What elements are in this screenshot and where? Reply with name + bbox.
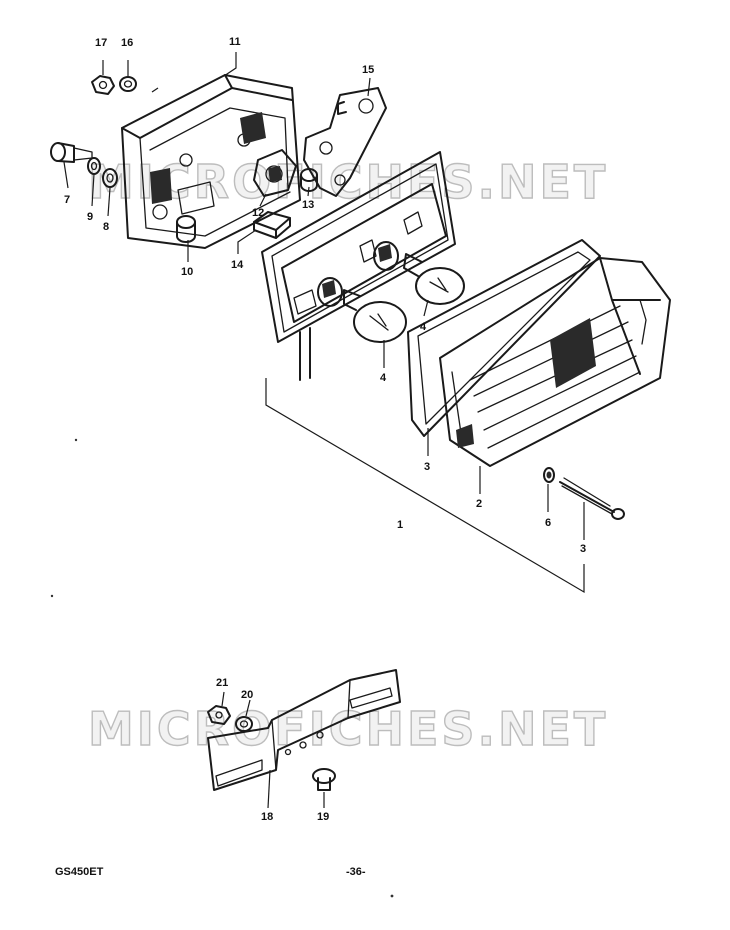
bulb-part-4-lower bbox=[343, 289, 407, 343]
screw-part-7 bbox=[50, 142, 93, 163]
gasket-part-3-lens bbox=[407, 239, 601, 437]
callout-12: 12 bbox=[252, 207, 264, 219]
speck bbox=[50, 594, 54, 598]
connector-part-14 bbox=[253, 211, 291, 239]
callout-20: 20 bbox=[241, 689, 253, 701]
base-plate-part-1 bbox=[281, 183, 447, 381]
model-code: GS450ET bbox=[55, 866, 104, 878]
gasket-part-3 bbox=[261, 151, 456, 343]
screw-part-3-long bbox=[559, 477, 625, 520]
lens-part-2 bbox=[439, 257, 671, 467]
housing-part-11 bbox=[121, 74, 301, 249]
speck bbox=[390, 894, 394, 898]
leader-lines-bottom bbox=[221, 691, 325, 809]
callout-7: 7 bbox=[64, 194, 70, 206]
nut-part-21 bbox=[207, 705, 231, 725]
callout-1: 1 bbox=[397, 519, 403, 531]
callout-21: 21 bbox=[216, 677, 228, 689]
callout-16: 16 bbox=[121, 37, 133, 49]
callout-3-screw: 3 bbox=[580, 543, 586, 555]
license-bracket-part-18 bbox=[207, 669, 401, 791]
bolt-part-19 bbox=[312, 768, 336, 791]
callout-4-upper: 4 bbox=[420, 321, 427, 333]
callout-13: 13 bbox=[302, 199, 314, 211]
watermark-bottom: MICROFICHES.NET bbox=[88, 702, 608, 756]
callout-6: 6 bbox=[545, 517, 551, 529]
cap-part-10 bbox=[176, 215, 196, 243]
bracket-part-15 bbox=[303, 87, 387, 197]
nut-part-17 bbox=[91, 75, 115, 95]
callout-14: 14 bbox=[231, 259, 244, 271]
washer-part-6 bbox=[543, 467, 555, 483]
bulb-part-4-upper bbox=[403, 253, 465, 305]
callout-2: 2 bbox=[476, 498, 482, 510]
washer-part-20 bbox=[235, 716, 253, 732]
group-bracket-part-1 bbox=[265, 378, 585, 594]
callout-19: 19 bbox=[317, 811, 329, 823]
speck bbox=[74, 438, 78, 442]
callout-15: 15 bbox=[362, 64, 374, 76]
callout-3-gasket: 3 bbox=[424, 461, 430, 473]
leader-lines bbox=[63, 52, 585, 540]
callout-10: 10 bbox=[181, 266, 193, 278]
socket-part-12 bbox=[253, 149, 297, 197]
callout-18: 18 bbox=[261, 811, 273, 823]
callout-17: 17 bbox=[95, 37, 107, 49]
callout-8: 8 bbox=[103, 221, 109, 233]
washer-part-8 bbox=[102, 168, 118, 188]
callout-4-lower: 4 bbox=[380, 372, 387, 384]
page-number: -36- bbox=[346, 866, 366, 878]
washer-part-16 bbox=[119, 76, 137, 92]
callout-9: 9 bbox=[87, 211, 93, 223]
callout-11: 11 bbox=[229, 36, 241, 48]
